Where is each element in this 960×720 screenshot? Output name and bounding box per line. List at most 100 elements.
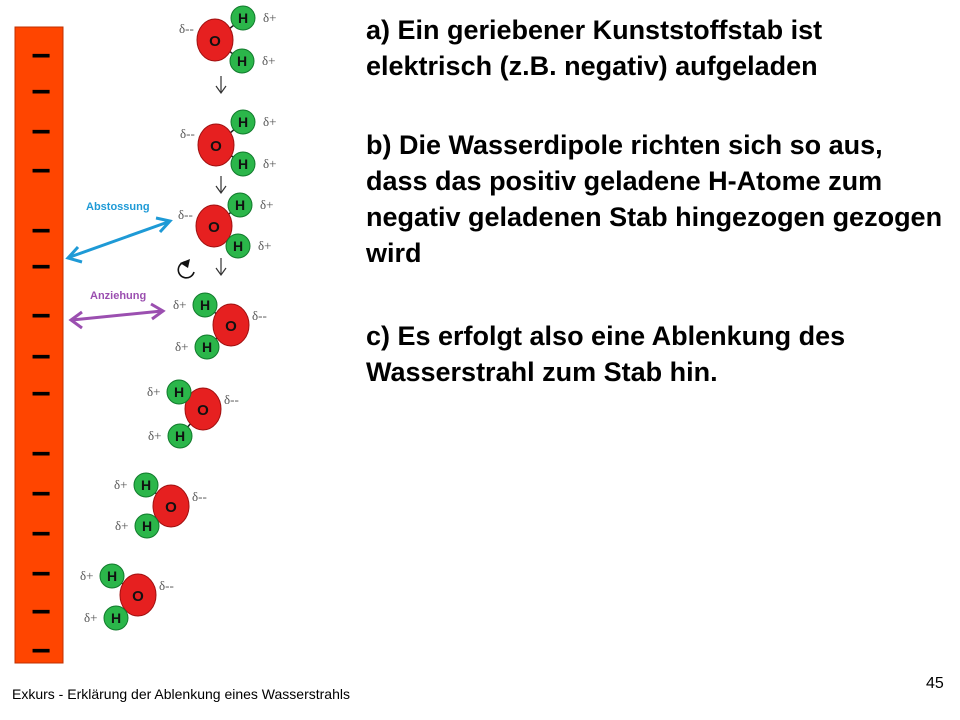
hydrogen-atom — [229, 48, 255, 74]
hydrogen-symbol: H — [107, 568, 117, 584]
delta-positive: δ+ — [175, 339, 188, 354]
minus-sign: − — [31, 555, 51, 593]
delta-positive: δ+ — [173, 297, 186, 312]
hydrogen-atom — [103, 605, 129, 631]
hydrogen-atom — [167, 423, 193, 449]
minus-sign: − — [31, 248, 51, 286]
text-block-b: b) Die Wasserdipole richten sich so aus,… — [366, 130, 943, 268]
attraction-label: Anziehung — [90, 290, 146, 302]
minus-sign: − — [31, 515, 51, 553]
hydrogen-symbol: H — [235, 197, 245, 213]
down-arrows — [215, 76, 227, 277]
repulsion-arrow — [65, 216, 173, 264]
hydrogen-atom — [230, 151, 256, 177]
oxygen-symbol: O — [225, 318, 237, 335]
delta-positive: δ+ — [263, 114, 276, 129]
oxygen-atom — [197, 123, 235, 167]
hydrogen-symbol: H — [142, 518, 152, 534]
minus-sign: − — [31, 475, 51, 513]
hydrogen-atom — [230, 109, 256, 135]
hydrogen-atom — [133, 472, 159, 498]
delta-negative: δ-- — [252, 308, 267, 323]
hydrogen-symbol: H — [111, 610, 121, 626]
hydrogen-symbol: H — [141, 477, 151, 493]
oxygen-atom — [196, 18, 234, 62]
water-deflection-diagram: −−−−−−−−−−−−−−− Abstossung Anziehung OHH… — [14, 5, 276, 670]
oxygen-symbol: O — [208, 219, 220, 236]
delta-positive: δ+ — [263, 156, 276, 171]
minus-sign: − — [31, 152, 51, 190]
delta-positive: δ+ — [148, 428, 161, 443]
oxygen-symbol: O — [209, 33, 221, 50]
water-molecule: OH Hδ-- δ+ δ+ — [180, 109, 276, 177]
hydrogen-symbol: H — [174, 384, 184, 400]
delta-positive: δ+ — [258, 238, 271, 253]
hydrogen-symbol: H — [200, 297, 210, 313]
oxygen-symbol: O — [197, 402, 209, 419]
hydrogen-symbol: H — [233, 238, 243, 254]
delta-positive: δ+ — [263, 10, 276, 25]
hydrogen-symbol: H — [238, 114, 248, 130]
minus-sign: − — [31, 632, 51, 670]
minus-sign: − — [31, 435, 51, 473]
delta-positive: δ+ — [262, 53, 275, 68]
hydrogen-atom — [134, 513, 160, 539]
delta-negative: δ-- — [178, 207, 193, 222]
water-molecule: OH Hδ-- δ+ δ+ — [80, 563, 174, 631]
text-block-c: c) Es erfolgt also eine Ablenkung des Wa… — [366, 321, 846, 387]
hydrogen-atom — [192, 292, 218, 318]
down-arrow — [215, 176, 227, 195]
oxygen-symbol: O — [165, 499, 177, 516]
delta-positive: δ+ — [115, 518, 128, 533]
rotation-icon — [177, 259, 195, 279]
oxygen-atom — [152, 484, 190, 528]
delta-negative: δ-- — [159, 578, 174, 593]
minus-sign: − — [31, 37, 51, 75]
hydrogen-atom — [99, 563, 125, 589]
oxygen-atom — [184, 387, 222, 431]
oxygen-symbol: O — [210, 138, 222, 155]
minus-sign: − — [31, 113, 51, 151]
attraction-arrow — [68, 302, 166, 330]
hydrogen-symbol: H — [238, 156, 248, 172]
hydrogen-atom — [166, 379, 192, 405]
negative-charges: −−−−−−−−−−−−−−− — [31, 37, 51, 670]
hydrogen-symbol: H — [238, 10, 248, 26]
water-molecule: OH Hδ-- δ+ δ+ — [178, 192, 273, 259]
repulsion-label: Abstossung — [86, 201, 150, 213]
minus-sign: − — [31, 593, 51, 631]
footer: Exkurs - Erklärung der Ablenkung eines W… — [12, 686, 350, 702]
oxygen-atom — [212, 303, 250, 347]
minus-sign: − — [31, 375, 51, 413]
minus-sign: − — [31, 73, 51, 111]
hydrogen-atom — [227, 192, 253, 218]
down-arrow — [215, 76, 227, 95]
charged-rod — [14, 26, 64, 664]
water-molecules: OHHδ--δ+δ+OHHδ--δ+δ+OHHδ--δ+δ+OHHδ--δ+δ+… — [80, 5, 276, 631]
delta-positive: δ+ — [80, 568, 93, 583]
delta-negative: δ-- — [180, 126, 195, 141]
minus-sign: − — [31, 212, 51, 250]
hydrogen-atom — [230, 5, 256, 31]
hydrogen-atom — [194, 334, 220, 360]
water-molecule: OH Hδ-- δ+ δ+ — [173, 292, 267, 360]
oxygen-atom — [119, 573, 157, 617]
oxygen-symbol: O — [132, 588, 144, 605]
delta-positive: δ+ — [260, 197, 273, 212]
page-number: 45 — [926, 675, 944, 692]
oxygen-atom — [195, 204, 233, 248]
down-arrow — [215, 258, 227, 277]
delta-negative: δ-- — [179, 21, 194, 36]
minus-sign: − — [31, 338, 51, 376]
delta-negative: δ-- — [224, 392, 239, 407]
delta-positive: δ+ — [114, 477, 127, 492]
hydrogen-symbol: H — [175, 428, 185, 444]
delta-positive: δ+ — [147, 384, 160, 399]
water-molecule: OH Hδ-- δ+ δ+ — [147, 379, 239, 449]
hydrogen-symbol: H — [202, 339, 212, 355]
delta-negative: δ-- — [192, 489, 207, 504]
hydrogen-symbol: H — [237, 53, 247, 69]
delta-positive: δ+ — [84, 610, 97, 625]
